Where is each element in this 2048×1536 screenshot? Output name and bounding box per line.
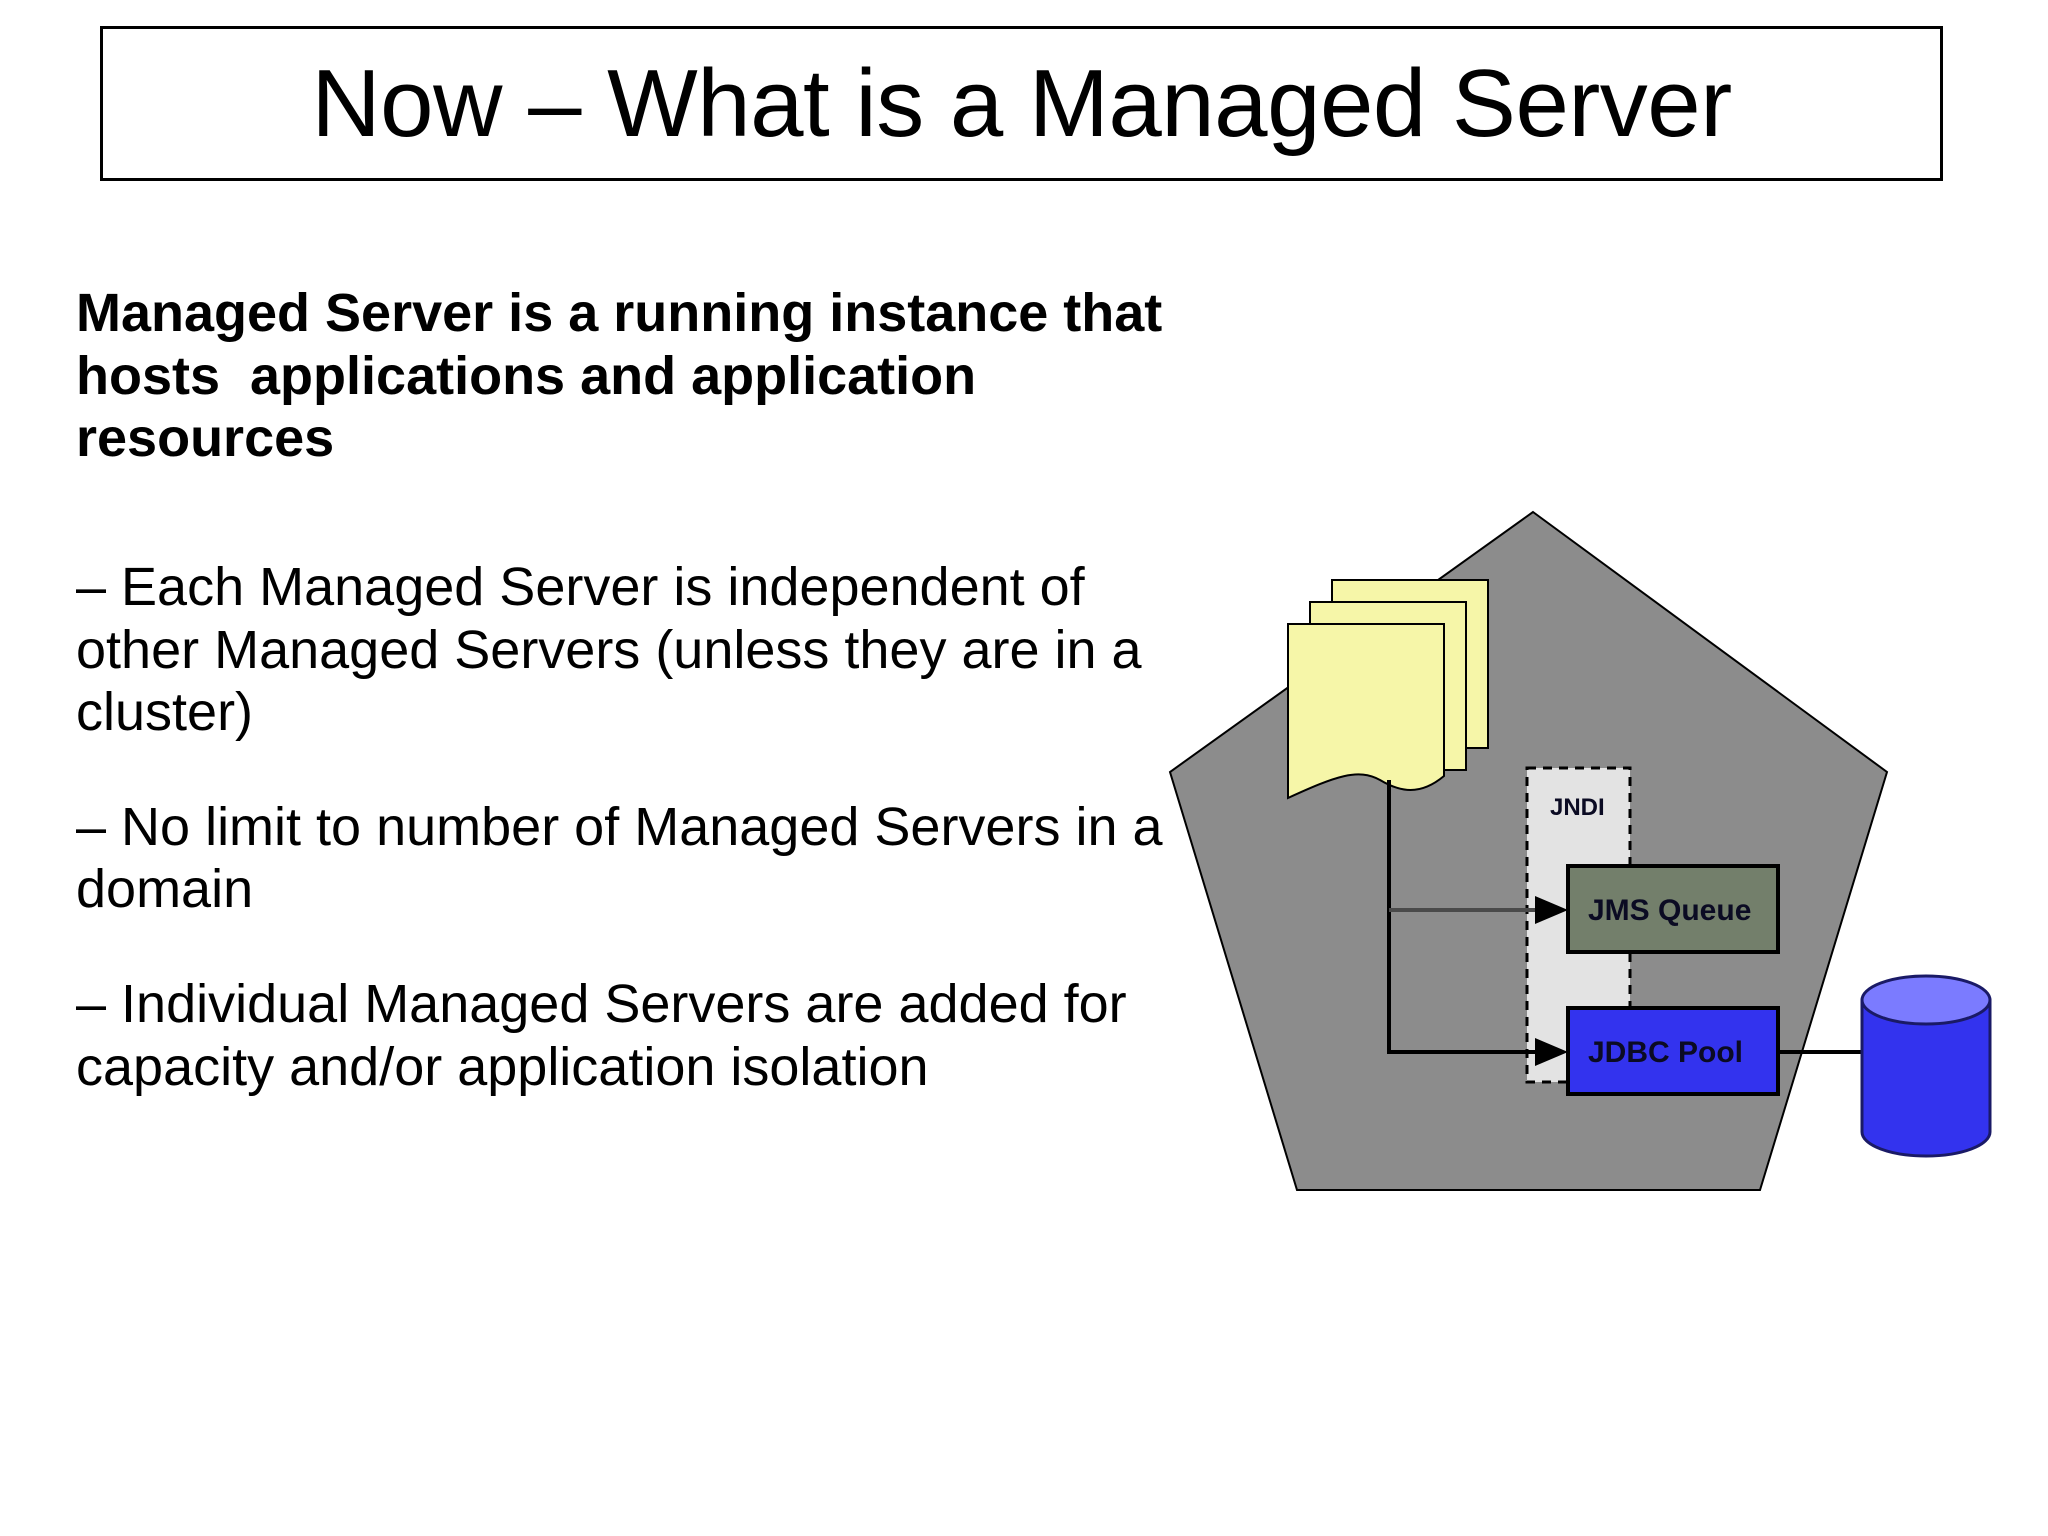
arrow-head-jdbc <box>1535 1038 1568 1066</box>
slide-body-text: Managed Server is a running instance tha… <box>76 282 1186 1098</box>
paragraph-bullet-1: – Each Managed Server is independent of … <box>76 556 1157 743</box>
slide-title-box: Now – What is a Managed Server <box>100 26 1943 181</box>
database-top <box>1860 974 1992 1026</box>
jms-queue-node: JMS Queue <box>1566 864 1780 954</box>
paragraph-intro: Managed Server is a running instance tha… <box>76 283 1178 469</box>
paragraph-bullet-3: – Individual Managed Servers are added f… <box>76 974 1142 1097</box>
database-body <box>1860 998 1992 1158</box>
jms-queue-box <box>1566 864 1780 954</box>
jndi-label: JNDI <box>1550 794 1605 821</box>
page-title: Now – What is a Managed Server <box>311 49 1732 157</box>
database-cylinder <box>1860 974 1992 1158</box>
jdbc-pool-label: JDBC Pool <box>1588 1036 1743 1069</box>
jdbc-pool-node: JDBC Pool <box>1566 1006 1780 1096</box>
jms-queue-label: JMS Queue <box>1588 894 1751 927</box>
managed-server-diagram: JNDI JMS Queue JDBC Pool <box>1150 480 2048 1220</box>
connector-lines <box>1387 780 1568 1066</box>
jdbc-pool-box <box>1566 1006 1780 1096</box>
paragraph-bullet-2: – No limit to number of Managed Servers … <box>76 796 1178 920</box>
arrow-head-jms <box>1535 896 1568 924</box>
applications-documents-stack <box>1287 579 1489 800</box>
document-page-front <box>1287 623 1445 800</box>
